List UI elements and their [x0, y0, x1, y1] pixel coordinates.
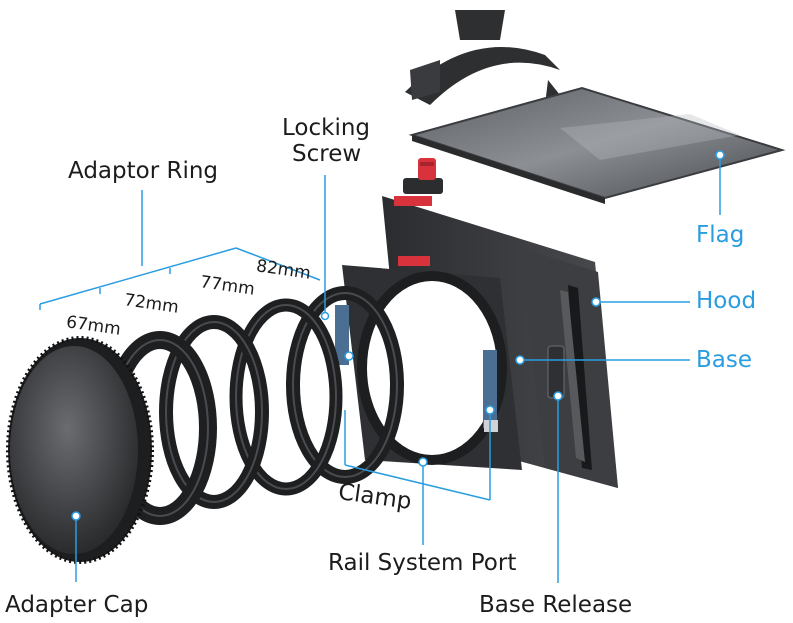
label-locking-screw-line2: Screw	[292, 141, 362, 167]
label-base-release: Base Release	[479, 592, 633, 618]
adaptor-rings	[103, 286, 404, 525]
label-adaptor-ring: Adaptor Ring	[68, 158, 219, 184]
adapter-cap	[6, 336, 154, 564]
label-locking-screw-line1: Locking	[282, 115, 371, 141]
locking-screw-knob	[394, 158, 443, 206]
flag-panel	[408, 86, 786, 204]
label-adapter-cap: Adapter Cap	[5, 592, 149, 618]
leader-lines	[39, 155, 721, 583]
leader-dots	[71, 150, 725, 521]
label-base: Base	[696, 347, 753, 373]
label-flag: Flag	[696, 222, 745, 248]
label-hood: Hood	[696, 288, 757, 314]
label-rail-system-port: Rail System Port	[328, 550, 517, 576]
